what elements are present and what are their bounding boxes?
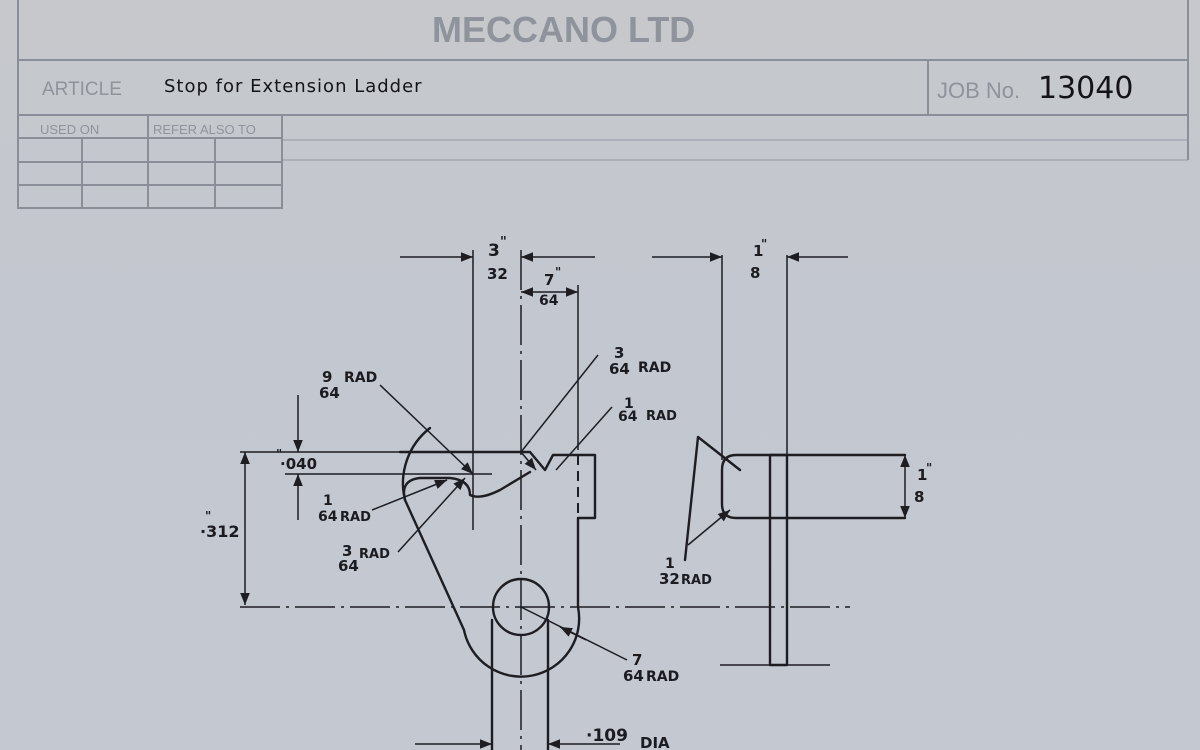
svg-text:RAD: RAD [646,409,677,424]
radius-label-9-64: 9 64 RAD [319,368,377,402]
title-block: MECCANO LTD ARTICLE Stop for Extension L… [17,0,1189,209]
svg-text:RAD: RAD [340,510,371,525]
svg-text:64: 64 [618,409,638,425]
svg-text:3: 3 [342,542,352,560]
dim-side-height: 1 " 8 [914,461,932,506]
dim-hole-dia: ·109 DIA [586,726,670,750]
dimension-labels: 3 " 32 7 " 64 1 " 8 1 " 8 " ·312 " ·040 [200,235,932,750]
svg-text:9: 9 [322,368,332,386]
svg-text:64: 64 [318,509,338,525]
svg-text:": " [555,265,561,279]
svg-text:": " [761,237,767,251]
used-on-label: USED ON [40,122,99,137]
svg-text:3: 3 [488,241,500,261]
dim-slot-width: 7 " 64 [539,265,561,309]
svg-text:8: 8 [914,488,924,506]
radius-label-7-64: 7 64 RAD [623,651,679,685]
company-logo-text: MECCANO LTD [432,9,695,50]
dim-step: " ·040 [276,447,317,473]
svg-text:32: 32 [487,265,508,283]
front-view [240,250,850,750]
svg-text:RAD: RAD [638,360,671,376]
article-value: Stop for Extension Ladder [164,76,423,97]
svg-text:64: 64 [539,293,559,309]
refer-also-label: REFER ALSO TO [153,122,256,137]
article-label: ARTICLE [42,79,122,100]
svg-text:7: 7 [544,271,554,289]
dim-height: " ·312 [200,509,239,541]
svg-text:": " [500,235,507,250]
side-view [652,252,910,667]
job-number: 13040 [1038,71,1133,106]
svg-text:1: 1 [917,466,927,484]
svg-text:·040: ·040 [280,455,317,473]
svg-text:": " [926,461,932,475]
svg-text:1: 1 [753,242,763,260]
svg-text:1: 1 [624,396,634,412]
svg-text:RAD: RAD [359,547,390,562]
radius-label-1-64-top: 1 64 RAD [618,396,677,425]
svg-text:·312: ·312 [200,522,239,541]
svg-text:8: 8 [750,264,760,282]
svg-text:RAD: RAD [344,370,377,386]
svg-text:3: 3 [614,344,624,362]
svg-text:DIA: DIA [640,734,670,750]
radius-label-3-64-inner: 3 64 RAD [338,542,390,575]
svg-text:64: 64 [319,384,340,402]
dim-top-width: 3 " 32 [487,235,508,283]
svg-text:": " [205,509,211,523]
radius-label-1-64-inner: 1 64 RAD [318,493,371,525]
svg-text:64: 64 [623,667,644,685]
svg-text:64: 64 [338,557,359,575]
svg-text:RAD: RAD [681,573,712,588]
svg-text:32: 32 [659,570,680,588]
svg-text:7: 7 [632,651,642,669]
svg-text:64: 64 [609,360,630,378]
svg-text:RAD: RAD [646,669,679,685]
job-label: JOB No. [937,78,1020,103]
svg-text:1: 1 [665,556,675,572]
radius-label-1-32: 1 32 RAD [659,556,712,588]
svg-text:·109: ·109 [586,726,628,746]
radius-label-3-64-top: 3 64 RAD [609,344,671,378]
dim-side-thickness: 1 " 8 [750,237,767,282]
svg-text:1: 1 [323,493,333,509]
svg-text:": " [276,447,282,461]
